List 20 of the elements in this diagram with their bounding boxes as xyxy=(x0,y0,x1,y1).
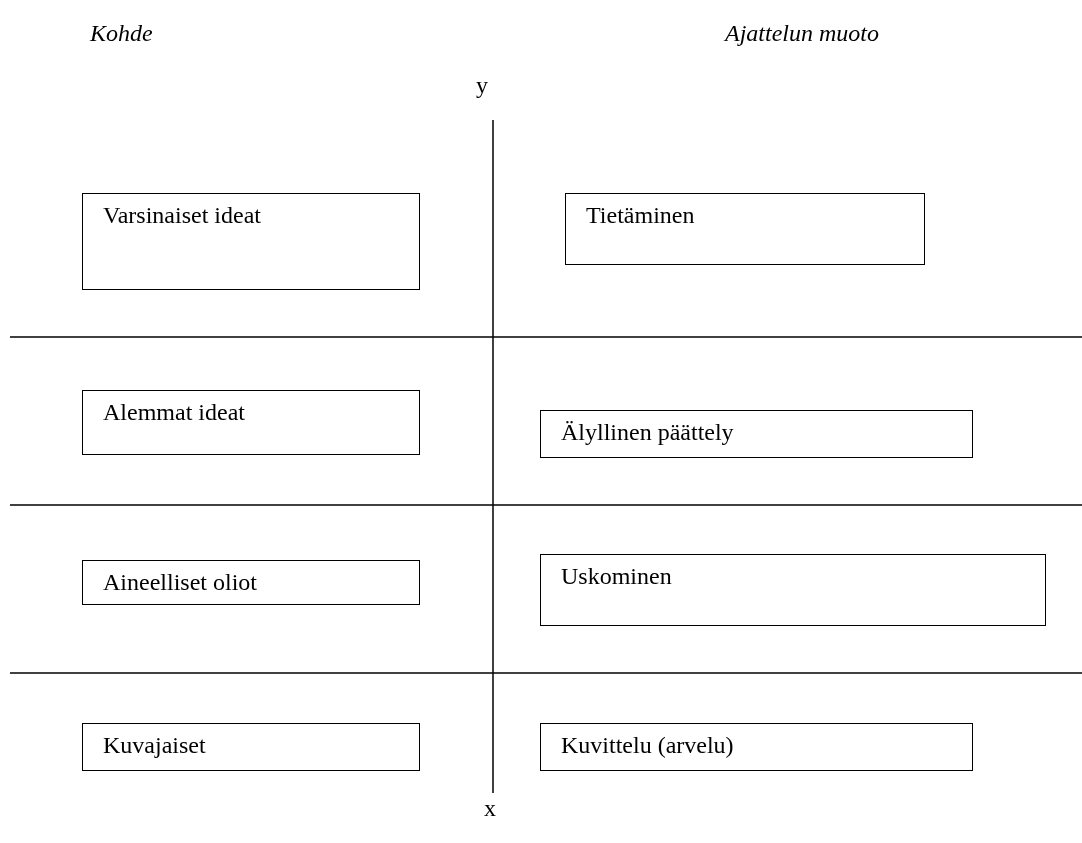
text-box xyxy=(540,723,973,771)
box-label: Kuvajaiset xyxy=(103,732,207,759)
axis-label: x xyxy=(484,795,496,822)
text-box xyxy=(82,193,420,290)
text-box xyxy=(82,560,420,605)
axis-label: y xyxy=(476,72,488,99)
box-label: Alemmat ideat xyxy=(103,399,246,426)
box-label: Kuvittelu (arvelu) xyxy=(561,732,735,759)
heading: Ajattelun muoto xyxy=(725,20,879,47)
text-box xyxy=(540,410,973,458)
text-box xyxy=(82,390,420,455)
box-label: Uskominen xyxy=(561,563,673,590)
box-label: Aineelliset oliot xyxy=(103,569,258,596)
text-box xyxy=(540,554,1046,626)
text-box xyxy=(565,193,925,265)
box-label: Varsinaiset ideat xyxy=(103,202,262,229)
box-label: Tietäminen xyxy=(586,202,696,229)
box-label: Älyllinen päättely xyxy=(561,419,735,446)
text-box xyxy=(82,723,420,771)
heading: Kohde xyxy=(90,20,153,47)
